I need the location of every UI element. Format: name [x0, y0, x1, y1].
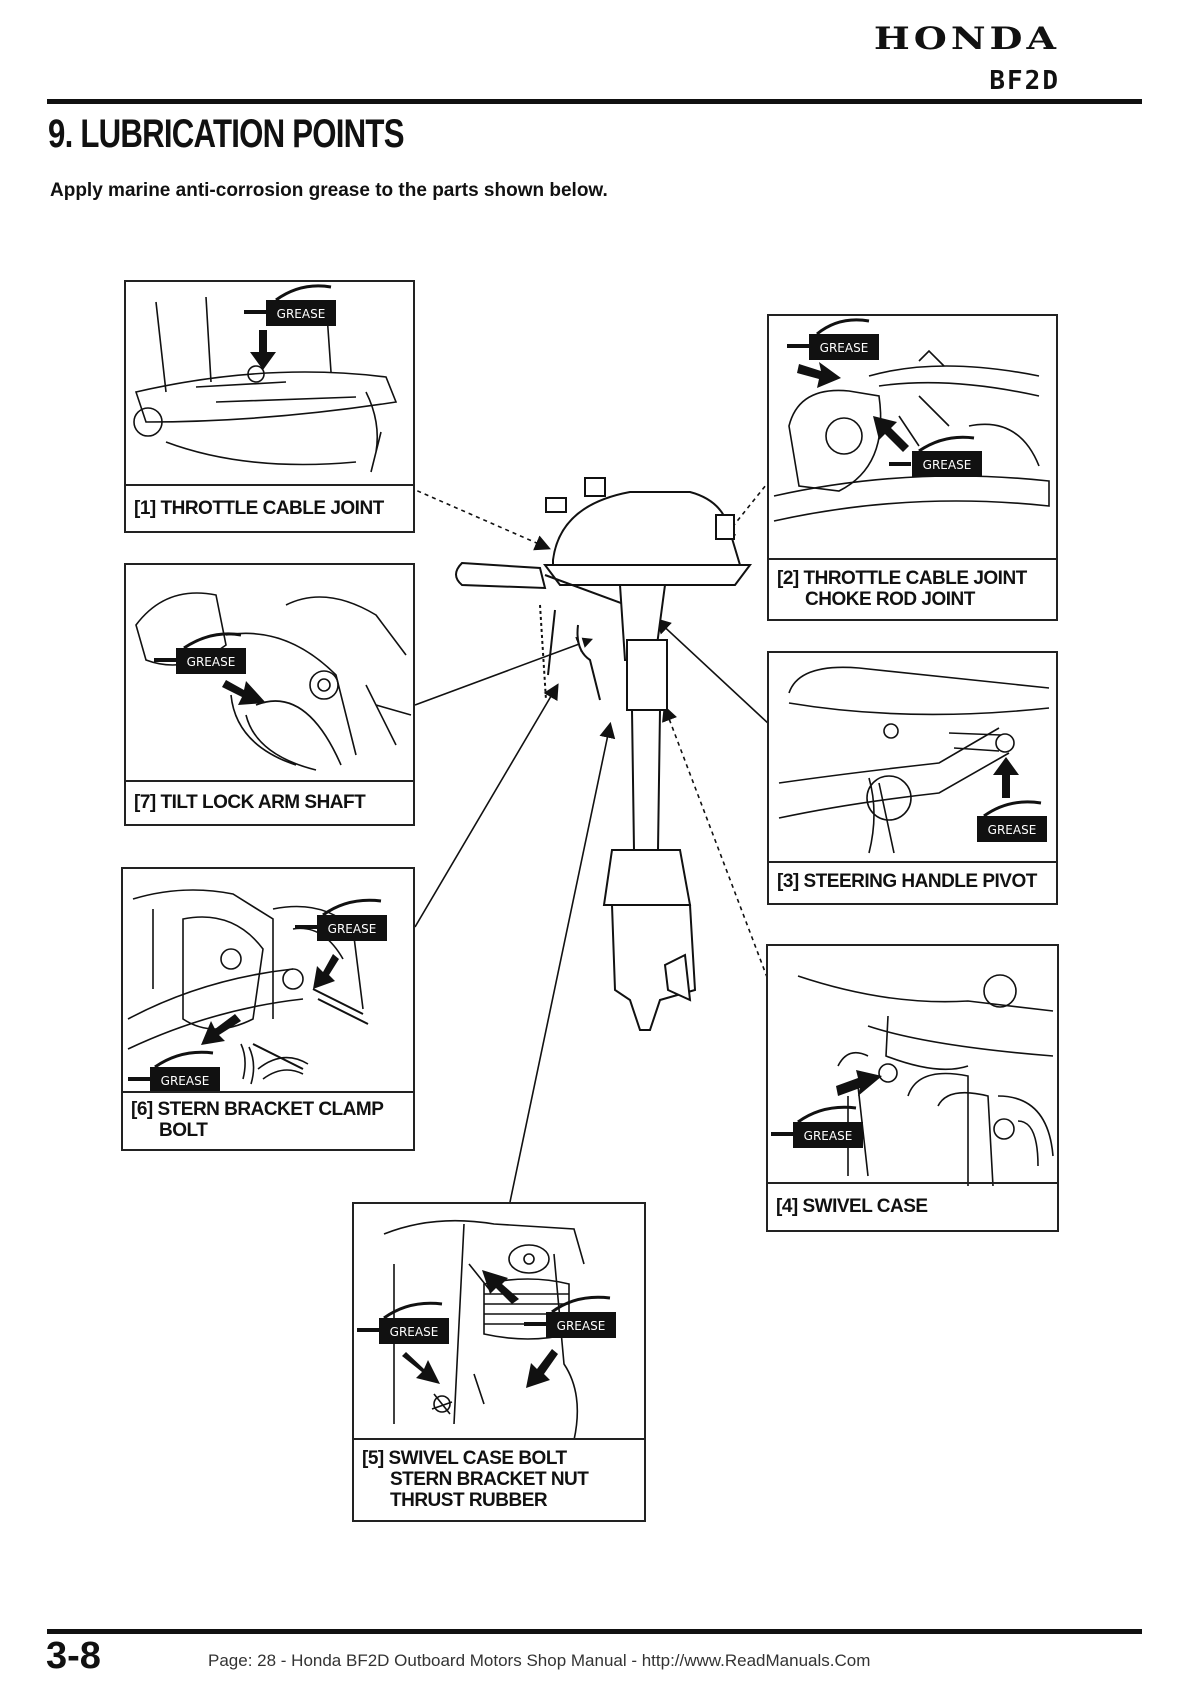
svg-text:GREASE: GREASE	[187, 655, 236, 669]
arrow-icon	[313, 954, 339, 989]
grease-tag-lower: GREASE	[889, 435, 982, 477]
panel-7-illustration: GREASE	[135, 592, 412, 771]
svg-text:GREASE: GREASE	[804, 1129, 853, 1143]
panel-3-caption: [3] STEERING HANDLE PIVOT	[769, 861, 1056, 903]
panel-throttle-choke-joint: GREASE GREASE [2] THROTTLE CABLE JOINT C…	[767, 314, 1058, 621]
page-title: 9. LUBRICATION POINTS	[48, 112, 405, 156]
grease-tag-lower: GREASE	[128, 1050, 220, 1093]
model-name: BF2D	[989, 66, 1060, 96]
panel-1-illustration: GREASE	[133, 284, 398, 473]
panel-4-illustration: GREASE	[771, 974, 1054, 1186]
svg-text:GREASE: GREASE	[161, 1074, 210, 1088]
arrow-icon	[526, 1349, 558, 1388]
arrow-icon	[836, 1070, 882, 1096]
grease-tag-upper: GREASE	[295, 898, 387, 941]
arrow-icon	[201, 1014, 241, 1045]
grease-tag: GREASE	[771, 1105, 863, 1148]
page-subtitle: Apply marine anti-corrosion grease to th…	[50, 180, 608, 201]
grease-tag-left: GREASE	[357, 1301, 449, 1344]
grease-tag-right: GREASE	[524, 1295, 616, 1338]
panel-4-caption: [4] SWIVEL CASE	[768, 1182, 1057, 1230]
panel-1-caption: [1] THROTTLE CABLE JOINT	[126, 484, 413, 531]
svg-text:GREASE: GREASE	[390, 1325, 439, 1339]
panel-6-illustration: GREASE GREASE	[127, 889, 387, 1093]
grease-tag: GREASE	[154, 632, 246, 674]
svg-text:GREASE: GREASE	[820, 341, 869, 355]
arrow-icon	[993, 757, 1019, 798]
panel-steering-handle-pivot: GREASE [3] STEERING HANDLE PIVOT	[767, 651, 1058, 905]
outboard-motor-drawing	[455, 477, 752, 1031]
footer-text: Page: 28 - Honda BF2D Outboard Motors Sh…	[208, 1651, 871, 1670]
arrow-icon	[402, 1352, 440, 1384]
arrow-icon	[873, 416, 909, 452]
panel-5-illustration: GREASE GREASE	[357, 1219, 616, 1440]
panel-2-caption: [2] THROTTLE CABLE JOINT CHOKE ROD JOINT	[769, 558, 1056, 619]
leader-lines	[387, 477, 771, 1203]
arrow-icon	[222, 680, 266, 705]
panel-throttle-cable-joint: GREASE [1] THROTTLE CABLE JOINT	[124, 280, 415, 533]
panel-stern-bracket-clamp-bolt: GREASE GREASE [6] STERN BRACKET CLAMP BO…	[121, 867, 415, 1151]
svg-text:GREASE: GREASE	[923, 458, 972, 472]
panel-swivel-case: GREASE [4] SWIVEL CASE	[766, 944, 1059, 1232]
arrow-icon	[250, 330, 276, 370]
page-number: 3-8	[46, 1635, 101, 1677]
panel-swivel-case-bolt: GREASE GREASE [5] SWIVEL CASE BOLT STERN…	[352, 1202, 646, 1522]
grease-tag: GREASE	[977, 800, 1047, 842]
panel-5-caption: [5] SWIVEL CASE BOLT STERN BRACKET NUT T…	[354, 1438, 644, 1520]
panel-3-illustration: GREASE	[778, 666, 1050, 854]
panel-2-illustration: GREASE GREASE	[773, 318, 1050, 522]
svg-text:GREASE: GREASE	[988, 823, 1037, 837]
footer-rule	[47, 1629, 1142, 1634]
svg-text:GREASE: GREASE	[277, 307, 326, 321]
arrow-icon	[797, 362, 841, 388]
header-rule	[47, 99, 1142, 104]
panel-6-caption: [6] STERN BRACKET CLAMP BOLT	[123, 1091, 413, 1149]
grease-tag-upper: GREASE	[787, 318, 879, 360]
brand-logo: HONDA	[873, 20, 1060, 56]
panel-7-caption: [7] TILT LOCK ARM SHAFT	[126, 780, 413, 824]
panel-tilt-lock-arm-shaft: GREASE [7] TILT LOCK ARM SHAFT	[124, 563, 415, 826]
svg-text:GREASE: GREASE	[328, 922, 377, 936]
svg-text:GREASE: GREASE	[557, 1319, 606, 1333]
grease-tag: GREASE	[244, 284, 336, 326]
arrow-icon	[482, 1270, 519, 1304]
